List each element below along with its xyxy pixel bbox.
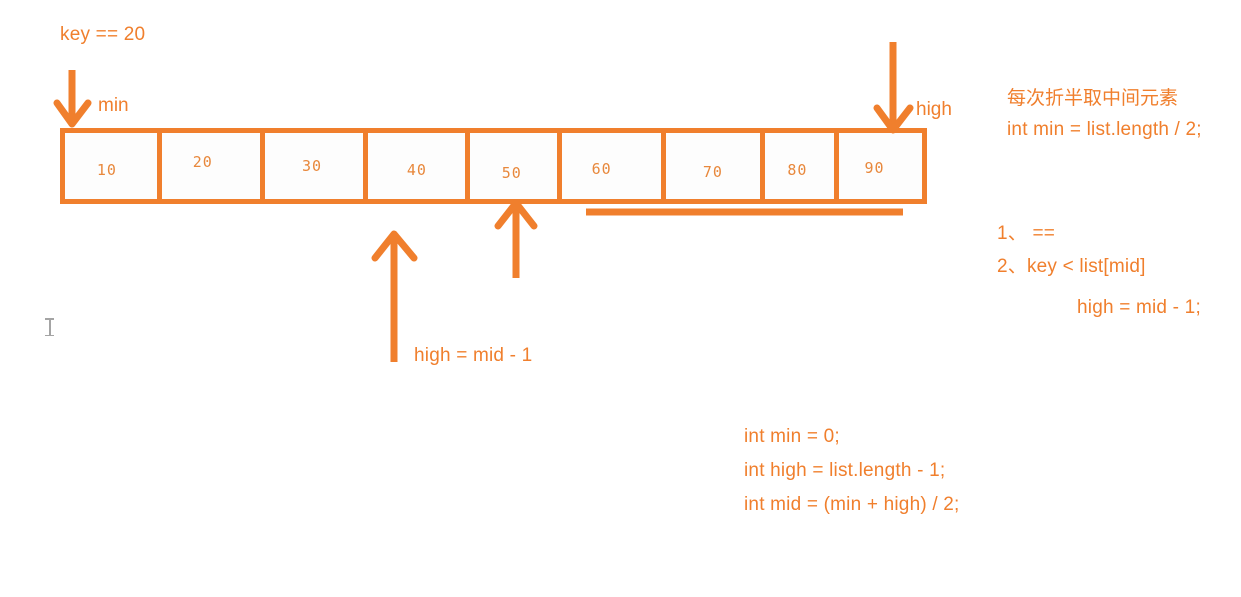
min-down-arrow [53, 70, 92, 128]
high-update-up-arrow [371, 230, 418, 362]
right-note-case-2-body: high = mid - 1; [1077, 297, 1201, 318]
array-cell-value: 60 [591, 160, 612, 178]
array-cell[interactable]: 50 [470, 133, 563, 199]
array-cell[interactable]: 60 [562, 133, 667, 199]
array-cell[interactable]: 90 [839, 133, 922, 199]
min-pointer-label: min [98, 95, 129, 116]
array-cell[interactable]: 10 [65, 133, 162, 199]
text-cursor-icon [45, 318, 54, 336]
array-cell-value: 30 [302, 157, 323, 175]
array-cell-value: 80 [787, 161, 808, 179]
code-line-mid-init: int mid = (min + high) / 2; [744, 494, 960, 515]
right-note-code-mid: int min = list.length / 2; [1007, 119, 1202, 140]
array-cell[interactable]: 40 [368, 133, 471, 199]
key-condition-note: key == 20 [60, 24, 146, 45]
code-line-high-init: int high = list.length - 1; [744, 460, 946, 481]
array-cell-value: 10 [96, 161, 117, 179]
array-cell-value: 70 [702, 163, 723, 181]
array-cell-value: 50 [501, 164, 522, 182]
array-table: 10 20 30 40 50 60 70 80 90 [60, 128, 927, 204]
high-update-annotation: high = mid - 1 [414, 345, 533, 366]
array-cell[interactable]: 20 [161, 133, 265, 199]
mid-up-arrow [494, 199, 538, 278]
right-note-case-2: 2、key < list[mid] [997, 256, 1146, 277]
array-cell-value: 90 [864, 159, 885, 177]
array-cell[interactable]: 80 [764, 133, 840, 199]
array-cell[interactable]: 70 [666, 133, 765, 199]
right-note-case-1: 1、 == [997, 223, 1056, 244]
high-down-arrow [873, 42, 914, 134]
array-cell[interactable]: 30 [264, 133, 369, 199]
right-note-heading-cn: 每次折半取中间元素 [1007, 88, 1179, 109]
array-cell-value: 20 [192, 153, 213, 171]
code-line-min-init: int min = 0; [744, 426, 840, 447]
array-cell-value: 40 [406, 161, 427, 179]
high-pointer-label: high [916, 99, 952, 120]
